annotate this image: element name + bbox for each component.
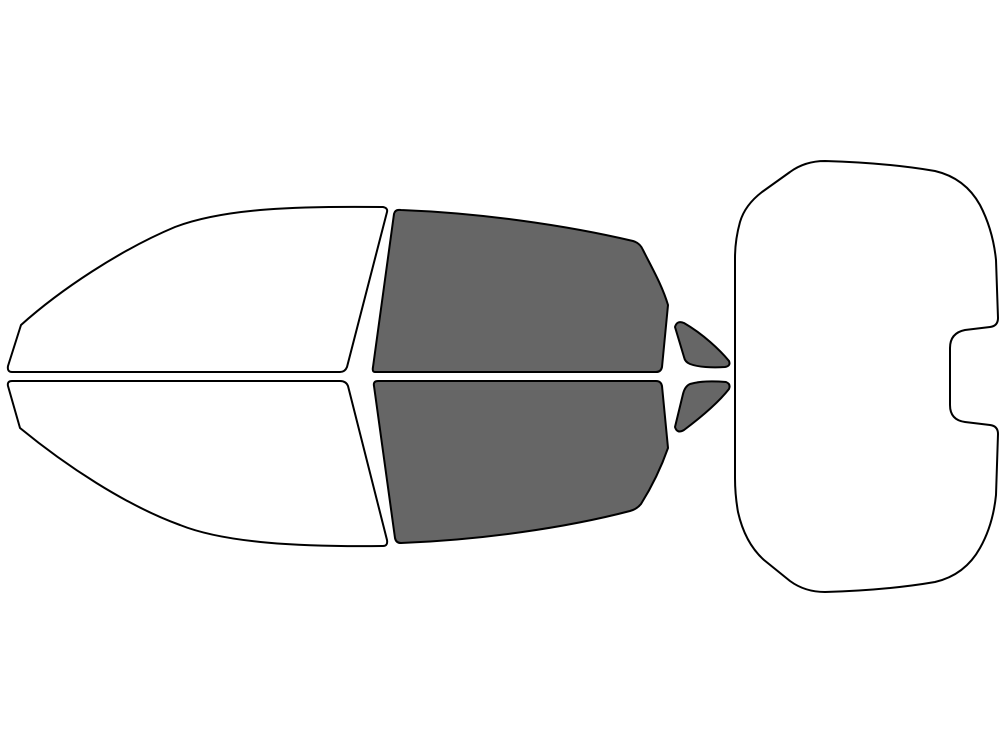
rear-window[interactable]	[734, 160, 999, 593]
windshield-lower-half[interactable]	[6, 380, 389, 548]
windshield-upper-half[interactable]	[6, 205, 389, 373]
quarter-window-upper[interactable]	[674, 321, 731, 369]
quarter-window-lower[interactable]	[674, 380, 731, 433]
front-door-window-upper[interactable]	[371, 208, 669, 373]
front-door-window-lower[interactable]	[372, 380, 669, 544]
